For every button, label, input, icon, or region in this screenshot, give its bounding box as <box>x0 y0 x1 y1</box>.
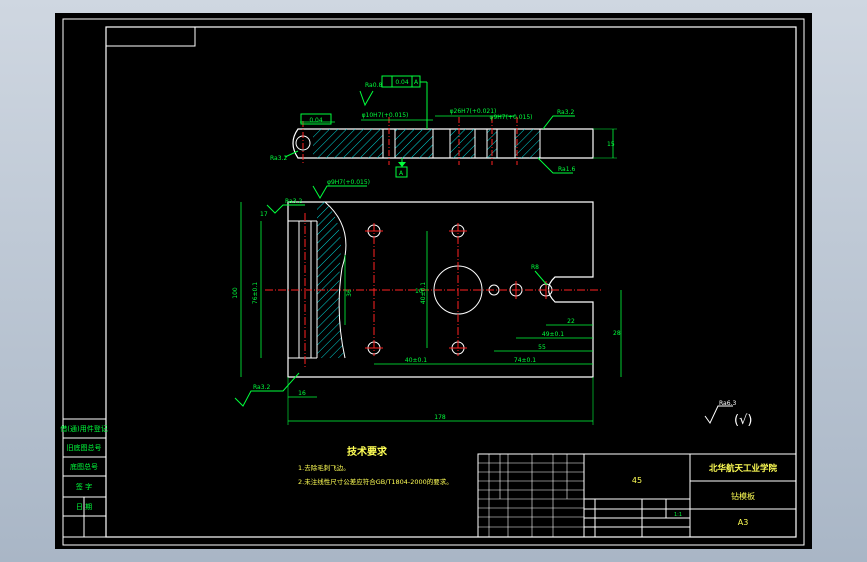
radius-r8: R8 <box>531 264 539 271</box>
dim-40-h: 40±0.1 <box>405 357 427 364</box>
dim-55: 55 <box>538 344 546 351</box>
general-roughness: Ra6.3 (√) <box>704 400 752 428</box>
tech-requirements: 技术要求 1.去除毛刺飞边。 2.未注线性尺寸公差应符合GB/T1804-200… <box>298 445 453 486</box>
dim-22: 22 <box>567 318 575 325</box>
roughness-label: Ra3.2 <box>285 198 302 205</box>
datum-label: A <box>414 79 419 86</box>
dim-36: 36 <box>346 289 353 297</box>
section-view: 0.04 φ10H7(+0.015) φ26H7(+0.021) φ9H7(+0… <box>270 75 617 178</box>
dim-10: 10 <box>415 288 423 295</box>
roughness-label: Ra1.6 <box>558 166 575 173</box>
strip-label: 借(通)用件登记 <box>60 424 107 433</box>
strip-label: 底图总号 <box>70 462 98 471</box>
fit-label: φ26H7(+0.021) <box>450 108 497 115</box>
tech-item: 2.未注线性尺寸公差应符合GB/T1804-2000的要求。 <box>298 477 453 486</box>
general-roughness-value: Ra6.3 <box>719 400 736 407</box>
dim-40: 40±0.1 <box>420 282 427 304</box>
thickness-dim: 15 <box>607 141 615 148</box>
strip-label: 旧底图总号 <box>67 443 102 452</box>
dim-49: 49±0.1 <box>542 331 564 338</box>
dim-74: 74±0.1 <box>514 357 536 364</box>
overall-height: 100 <box>232 287 239 299</box>
cad-drawing: 借(通)用件登记 旧底图总号 底图总号 签 字 日 期 <box>60 18 805 546</box>
tech-item: 1.去除毛刺飞边。 <box>298 463 350 472</box>
fit-label: φ10H7(+0.015) <box>362 112 409 119</box>
tech-title: 技术要求 <box>347 445 388 458</box>
strip-label: 日 期 <box>76 503 92 511</box>
title-block: 45 北华航天工业学院 钻模板 A3 1:1 <box>477 453 797 538</box>
left-strip: 借(通)用件登记 旧底图总号 底图总号 签 字 日 期 <box>60 418 108 538</box>
overall-length: 178 <box>434 414 446 421</box>
code-box <box>105 26 196 47</box>
scale: 1:1 <box>674 512 682 518</box>
parallel-tolerance: 0.04 <box>309 117 323 124</box>
school-name: 北华航天工业学院 <box>709 463 778 474</box>
dim-16: 16 <box>298 390 306 397</box>
roughness-label: Ra3.2 <box>557 109 574 116</box>
drawing-canvas: 借(通)用件登记 旧底图总号 底图总号 签 字 日 期 <box>55 13 812 549</box>
general-roughness-paren: (√) <box>734 413 752 428</box>
dim-28: 28 <box>613 330 621 337</box>
material: 45 <box>632 476 642 485</box>
flatness-tolerance: 0.04 <box>395 79 409 86</box>
roughness-label: Ra3.2 <box>270 155 287 162</box>
dim-17: 17 <box>260 211 268 218</box>
fit-label: φ9H7(+0.015) <box>327 179 370 186</box>
outer-border <box>62 18 805 546</box>
roughness-label: Ra3.2 <box>253 384 270 391</box>
inner-height: 76±0.1 <box>252 282 259 304</box>
strip-label: 签 字 <box>76 482 92 491</box>
inner-border <box>105 26 797 538</box>
datum-a: A <box>399 170 404 177</box>
roughness-label: Ra0.8 <box>365 82 382 89</box>
paper-size: A3 <box>738 518 749 527</box>
part-name: 钻模板 <box>731 491 755 501</box>
plan-view: 100 76±0.1 36 40±0.1 28 40±0.1 74±0.1 49… <box>232 179 622 425</box>
fit-label: φ9H7(+0.015) <box>490 114 533 121</box>
